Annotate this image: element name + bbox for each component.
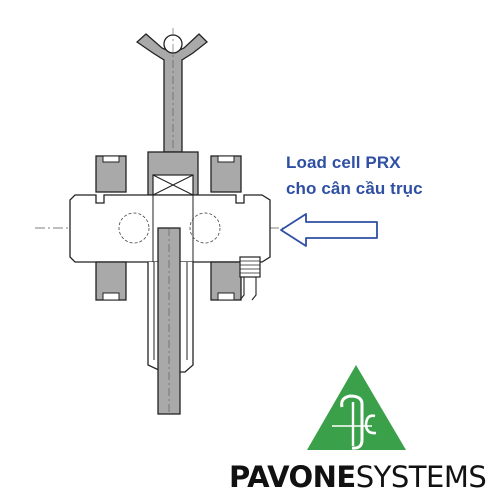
brand-name-bold: PAVONE bbox=[229, 460, 356, 494]
upper-bearing-blocks bbox=[95, 155, 242, 193]
hook-yoke bbox=[135, 28, 208, 153]
annotation-line-2: cho cân cầu trục bbox=[286, 179, 423, 198]
cable-gland bbox=[239, 256, 261, 301]
upper-collar bbox=[147, 151, 199, 196]
annotation-line-1: Load cell PRX bbox=[286, 153, 401, 172]
lower-plate bbox=[147, 227, 194, 415]
lower-bearing-blocks bbox=[95, 261, 242, 301]
pavone-logo-icon bbox=[307, 365, 406, 450]
brand-wordmark: PAVONESYSTEMS bbox=[229, 457, 499, 497]
brand-name-light: SYSTEMS bbox=[355, 460, 487, 494]
pointer-arrow-icon bbox=[280, 213, 378, 247]
